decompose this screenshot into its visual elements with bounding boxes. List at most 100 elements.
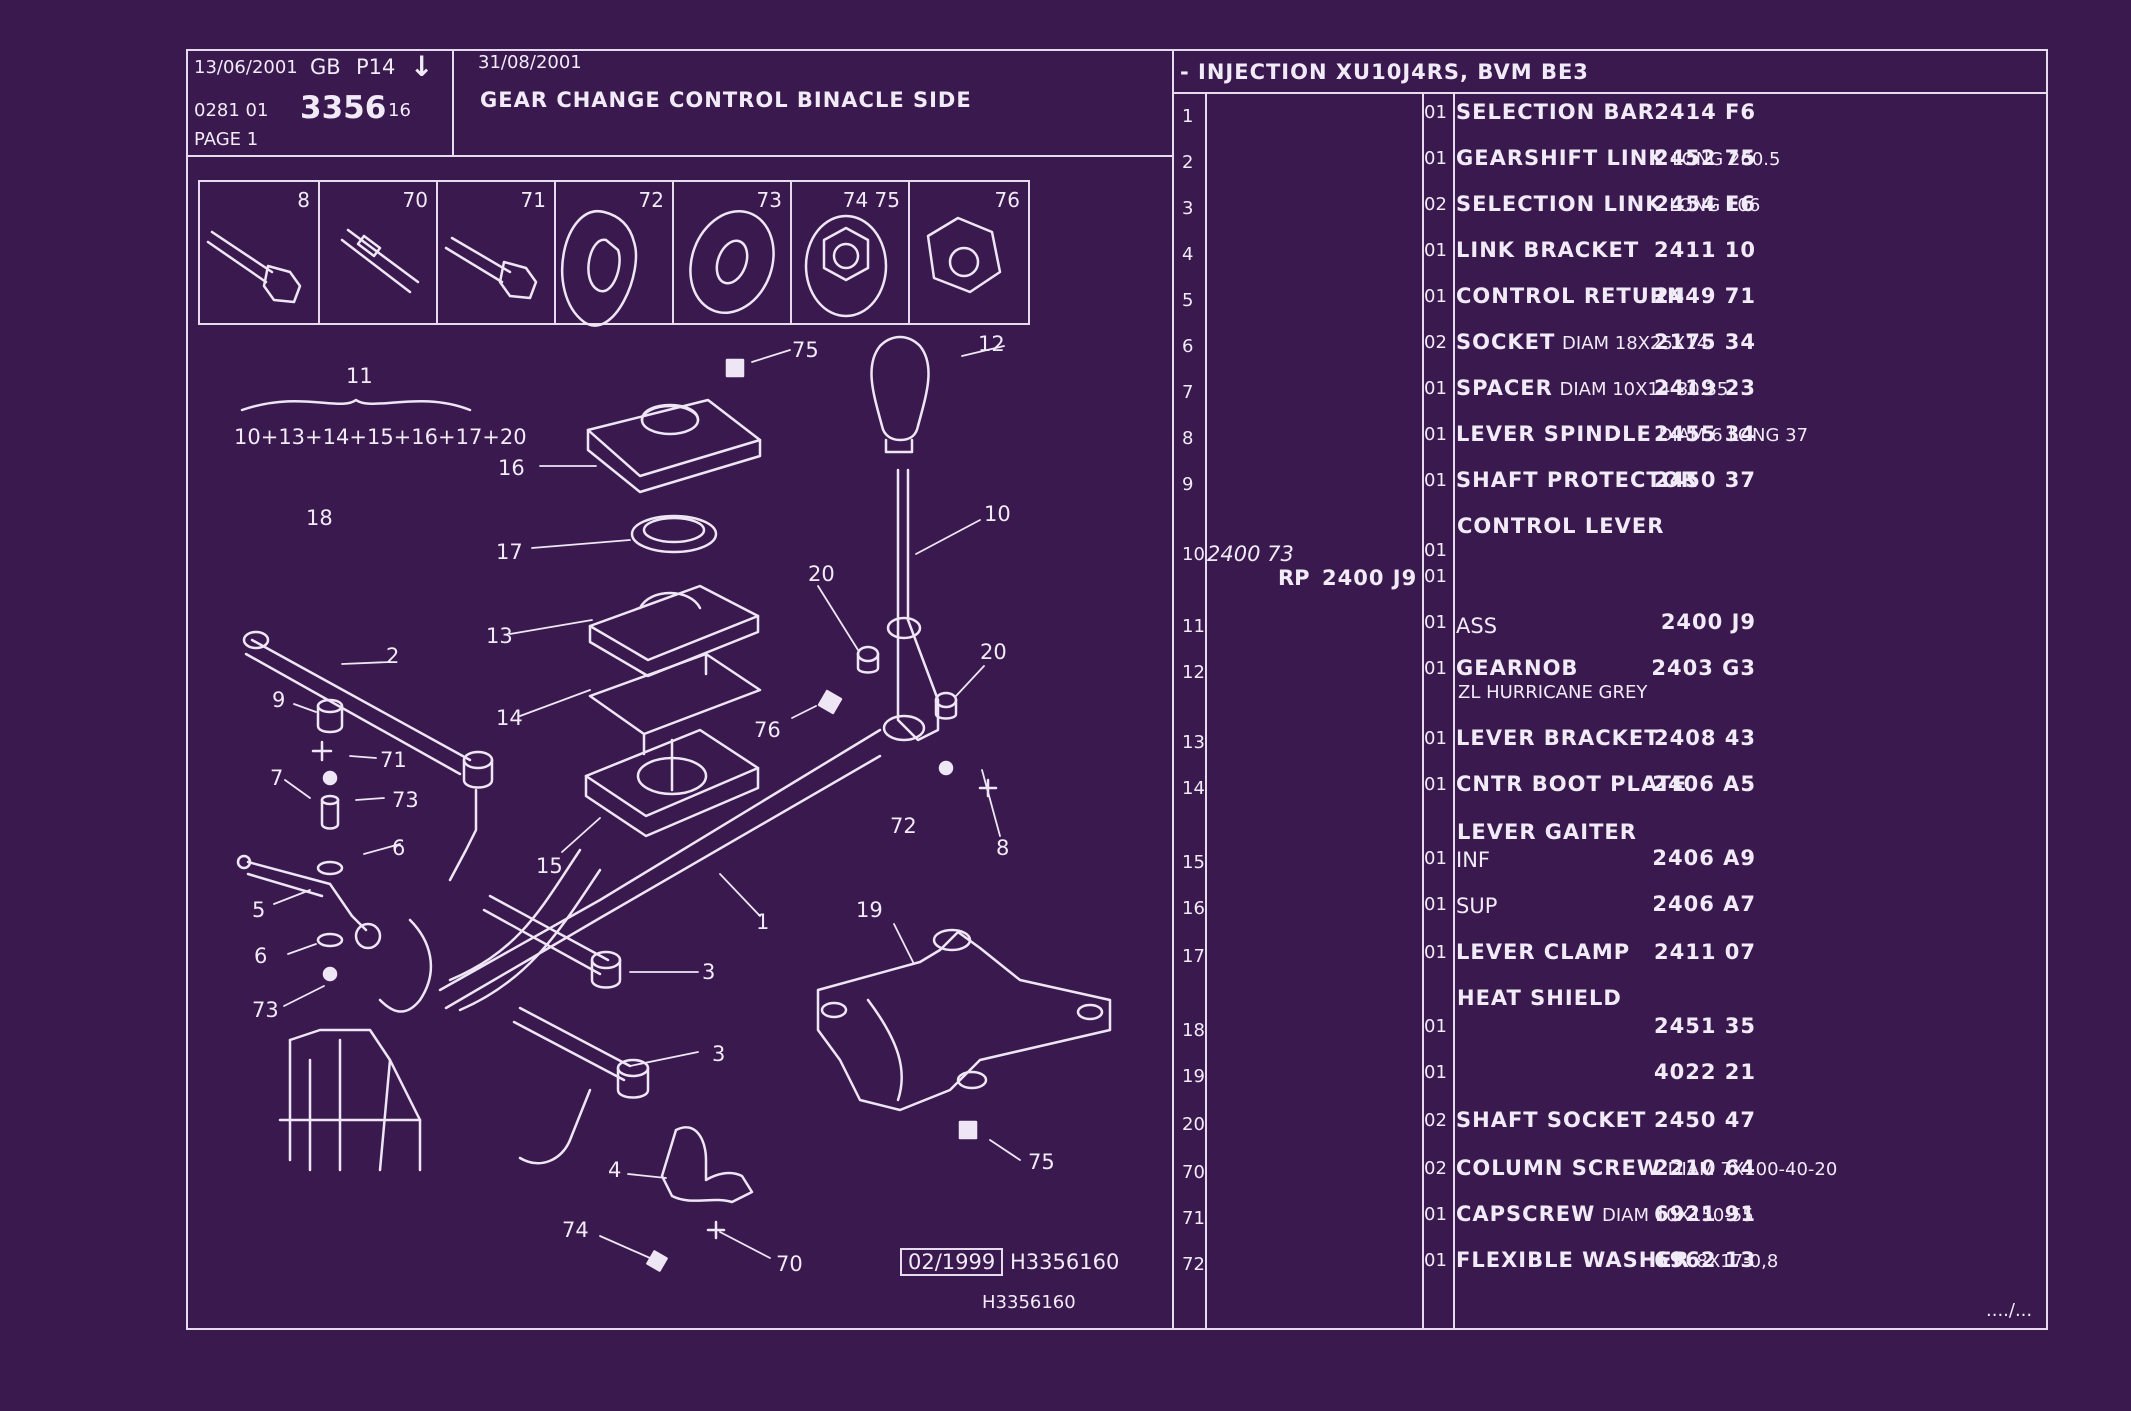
row-number: 16 [1182, 898, 1205, 919]
part-reference: 2403 G3 [1651, 656, 1756, 680]
part-reference: 2411 07 [1654, 940, 1756, 964]
row-number: 11 [1182, 616, 1205, 637]
group-heading: HEAT SHIELD [1457, 986, 1622, 1010]
callout-label: 2 [386, 644, 400, 668]
parts-row: 20 2450 47 02 SHAFT SOCKET [1174, 1104, 2048, 1150]
callout-label: 3 [712, 1042, 726, 1066]
parts-row: 3 2454 E6 02 SELECTION LINK LONG 106 [1174, 188, 2048, 234]
parts-row: 15 2406 A9 01 INF [1174, 842, 2048, 888]
row-number: 12 [1182, 662, 1205, 683]
part-name: SPACER [1456, 376, 1553, 400]
part-name: SELECTION LINK [1456, 192, 1663, 216]
parts-row: 18 2451 35 01 [1174, 1010, 2048, 1056]
part-label: 72 [638, 188, 664, 212]
row-number: 7 [1182, 382, 1194, 403]
part-name: FLEXIBLE WASHER [1456, 1248, 1690, 1272]
replacement-label: RP [1278, 566, 1310, 590]
callout-label: 76 [754, 718, 781, 742]
part-reference: 2210 64 [1654, 1156, 1756, 1180]
boot-plate [588, 652, 762, 756]
callout-label: 14 [496, 706, 523, 730]
diagram-code-footer: H3356160 [982, 1292, 1076, 1313]
part-name: SOCKET [1456, 330, 1556, 354]
callout-label: 75 [792, 338, 819, 362]
row-quantity: 02 [1424, 332, 1447, 353]
row-quantity: 01 [1424, 942, 1447, 963]
part-reference: 2419 23 [1654, 376, 1756, 400]
callout-label: 15 [536, 854, 563, 878]
part-name: SHAFT PROTECTOR [1456, 468, 1698, 492]
part-label: 70 [402, 188, 428, 212]
part-reference: 2406 A5 [1652, 772, 1756, 796]
row-number: 19 [1182, 1066, 1205, 1087]
callout-label: 72 [890, 814, 917, 838]
group-bracket [240, 398, 472, 412]
row-quantity: 01 [1424, 848, 1447, 869]
parts-row: 17 2411 07 01 LEVER CLAMP [1174, 936, 2048, 982]
part-name: CONTROL RETURN [1456, 284, 1686, 308]
part-reference: 2452 75 [1654, 146, 1756, 170]
stud-icon [340, 228, 420, 294]
part-detail: DIAM 18X25X14 [1562, 333, 1709, 354]
part-reference: 2455 34 [1654, 422, 1756, 446]
callout-label: 5 [252, 898, 266, 922]
part-name: GEARSHIFT LINK [1456, 146, 1666, 170]
row-number: 70 [1182, 1162, 1205, 1183]
part-reference: 2406 A7 [1652, 892, 1756, 916]
flange-nut-marker [646, 1250, 668, 1272]
part-cell-73: 73 [674, 182, 792, 323]
ref-prefix: 0281 01 [194, 100, 269, 121]
callout-label: 71 [380, 748, 407, 772]
group-heading: LEVER GAITER [1457, 820, 1637, 844]
small-parts-strip: 8 70 71 72 73 74 75 76 [198, 180, 1030, 325]
callout-label: 10 [984, 502, 1011, 526]
gaiter-sup [586, 398, 762, 494]
callout-label: 13 [486, 624, 513, 648]
callout-label: 11 [346, 364, 373, 388]
part-reference: 6921 91 [1654, 1202, 1756, 1226]
superseded-reference: 2400 73 [1207, 542, 1294, 566]
bolt-icon [206, 230, 302, 304]
part-name: CAPSCREW [1456, 1202, 1596, 1226]
parts-row: 11 2400 J9 01 ASS [1174, 606, 2048, 652]
row-number: 13 [1182, 732, 1205, 753]
row-number: 14 [1182, 778, 1205, 799]
header-left-box [186, 49, 454, 157]
part-cell-76: 76 [910, 182, 1028, 323]
row-number: 18 [1182, 1020, 1205, 1041]
part-detail: DIAM 10X150-55 [1601, 1205, 1754, 1226]
divider [1172, 92, 2048, 94]
parts-row: 12 2403 G3 01 GEARNOB ZL HURRICANE GREY [1174, 652, 2048, 712]
part-detail: ZL HURRICANE GREY [1458, 682, 1648, 703]
screw-marker [311, 740, 998, 1240]
parts-row: 8 2455 34 01 LEVER SPINDLE DIAM 6 LONG 3… [1174, 418, 2048, 464]
row-number: 9 [1182, 474, 1194, 495]
washer-marker [938, 760, 954, 776]
row-quantity: 01 [1424, 894, 1447, 915]
row-quantity: 01 [1424, 774, 1447, 795]
part-name: SHAFT SOCKET [1456, 1108, 1647, 1132]
part-reference: 2450 47 [1654, 1108, 1756, 1132]
row-number: 5 [1182, 290, 1194, 311]
parts-row: 4 2411 10 01 LINK BRACKET [1174, 234, 2048, 280]
body-tunnel [278, 1028, 422, 1172]
part-cell-71: 71 [438, 182, 556, 323]
callout-label: 1 [756, 910, 770, 934]
part-label: 76 [994, 188, 1020, 212]
column-divider [1453, 94, 1455, 1330]
lever-clamp [630, 514, 718, 554]
gaiter-inf [584, 728, 760, 838]
catalog-sheet [186, 49, 2048, 1330]
row-quantity: 01 [1424, 286, 1447, 307]
diagram-code: H3356160 [1010, 1250, 1120, 1274]
shaft-socket [856, 645, 958, 720]
arrow-down-icon: ↓ [410, 50, 434, 83]
part-name: SELECTION BAR [1456, 100, 1655, 124]
selection-bar [378, 728, 882, 1013]
flat-washer-icon [689, 210, 775, 314]
part-name: CNTR BOOT PLATE [1456, 772, 1688, 796]
part-reference: 6962 13 [1654, 1248, 1756, 1272]
callout-label: 3 [702, 960, 716, 984]
part-reference: 2408 43 [1654, 726, 1756, 750]
